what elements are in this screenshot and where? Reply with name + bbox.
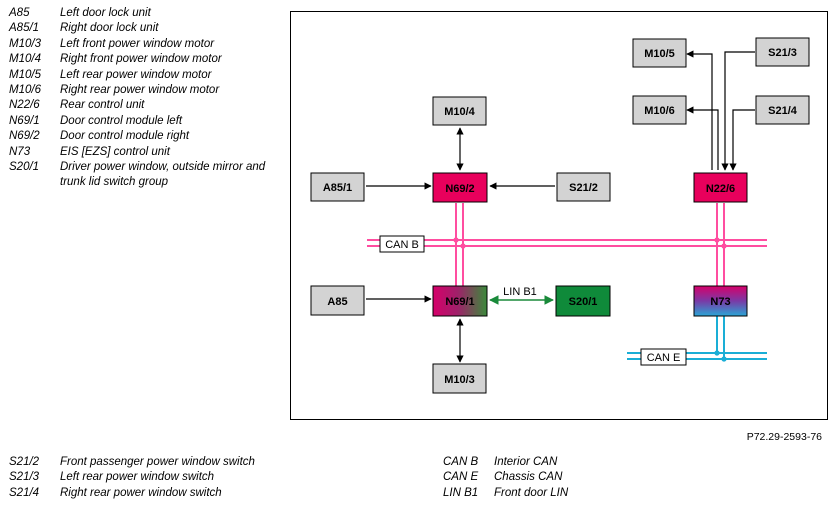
legend-description: Right front power window motor bbox=[60, 53, 222, 66]
box-a85: A85 bbox=[310, 285, 365, 316]
legend-code: A85 bbox=[9, 7, 30, 19]
legend-code: N69/1 bbox=[9, 114, 40, 127]
svg-text:S21/4: S21/4 bbox=[768, 105, 798, 117]
legend-description: Right rear power window motor bbox=[60, 84, 220, 97]
legend-row: M10/3 Left front power window motor bbox=[9, 37, 279, 52]
legend-row: A85 Left door lock unit bbox=[9, 6, 279, 21]
legend-code: CAN B bbox=[443, 456, 479, 468]
legend-code: N69/2 bbox=[9, 130, 40, 143]
legend-code: M10/5 bbox=[9, 68, 41, 81]
legend-row: S20/1 Driver power window, outside mirror… bbox=[9, 160, 279, 191]
legend-row: N69/2 Door control module right bbox=[9, 129, 279, 144]
legend-row: M10/5 Left rear power window motor bbox=[9, 68, 279, 83]
legend-code: LIN B1 bbox=[443, 486, 479, 499]
svg-text:N69/1: N69/1 bbox=[445, 296, 474, 308]
legend-row: N69/1 Door control module left bbox=[9, 114, 279, 129]
legend-description: Left rear power window switch bbox=[60, 471, 215, 484]
legend-code: CAN E bbox=[443, 471, 479, 484]
legend-description: Interior CAN bbox=[494, 456, 558, 468]
legend-code: S21/2 bbox=[9, 456, 40, 468]
box-m10-3: M10/3 bbox=[432, 363, 487, 394]
legend-bottom-left: S21/2 Front passenger power window switch… bbox=[9, 455, 309, 501]
legend-bottom-right: CAN B Interior CAN CAN E Chassis CAN LIN B1 F… bbox=[443, 455, 643, 501]
svg-text:CAN E: CAN E bbox=[647, 352, 681, 364]
svg-text:A85/1: A85/1 bbox=[323, 182, 352, 194]
diagram-frame bbox=[290, 11, 828, 420]
svg-text:M10/6: M10/6 bbox=[644, 105, 675, 117]
legend-description: Left rear power window motor bbox=[60, 68, 212, 81]
svg-text:M10/5: M10/5 bbox=[644, 48, 675, 60]
legend-row: S21/2 Front passenger power window switch bbox=[9, 455, 309, 470]
legend-description: Door control module right bbox=[60, 130, 190, 143]
svg-text:N69/2: N69/2 bbox=[445, 183, 474, 195]
n22-n73-links bbox=[714, 203, 727, 287]
svg-text:M10/3: M10/3 bbox=[444, 374, 475, 386]
legend-description: Front door LIN bbox=[494, 486, 569, 499]
box-n69-2: N69/2 bbox=[432, 172, 488, 203]
legend-code: N73 bbox=[9, 145, 31, 158]
legend-description: Left front power window motor bbox=[60, 37, 215, 50]
legend-description: Door control module left bbox=[60, 114, 183, 127]
box-s21-2: S21/2 bbox=[556, 172, 611, 202]
box-n22-6: N22/6 bbox=[693, 172, 748, 203]
box-s21-4: S21/4 bbox=[755, 95, 810, 125]
legend-row: S21/4 Right rear power window switch bbox=[9, 486, 309, 501]
label-lin-b1: LIN B1 bbox=[503, 286, 537, 298]
legend-row: A85/1 Right door lock unit bbox=[9, 21, 279, 36]
svg-text:S21/2: S21/2 bbox=[569, 182, 598, 194]
box-n73: N73 bbox=[693, 285, 748, 317]
svg-text:S20/1: S20/1 bbox=[569, 296, 598, 308]
label-can-b: CAN B bbox=[379, 235, 425, 253]
legend-row: CAN E Chassis CAN bbox=[443, 470, 643, 485]
legend-description: EIS [EZS] control unit bbox=[60, 145, 170, 158]
legend-description: Right rear power window switch bbox=[60, 486, 222, 499]
svg-text:A85: A85 bbox=[327, 296, 347, 308]
legend-row: M10/6 Right rear power window motor bbox=[9, 83, 279, 98]
legend-description: Chassis CAN bbox=[494, 471, 563, 484]
legend-code: M10/6 bbox=[9, 84, 41, 97]
box-n69-1: N69/1 bbox=[432, 285, 488, 317]
box-s21-3: S21/3 bbox=[755, 37, 810, 67]
legend-description: Front passenger power window switch bbox=[60, 456, 255, 468]
legend-row: CAN B Interior CAN bbox=[443, 455, 643, 470]
n73-can-e-link bbox=[714, 316, 727, 362]
svg-text:N73: N73 bbox=[710, 296, 730, 308]
box-a85-1: A85/1 bbox=[310, 172, 365, 202]
legend-row: N22/6 Rear control unit bbox=[9, 98, 279, 113]
legend-code: M10/4 bbox=[9, 53, 41, 66]
box-m10-4: M10/4 bbox=[432, 96, 487, 126]
signal-arrows bbox=[366, 50, 755, 363]
box-m10-5: M10/5 bbox=[632, 38, 687, 68]
legend-code: N22/6 bbox=[9, 99, 40, 112]
legend-description: Right door lock unit bbox=[60, 22, 159, 35]
legend-description: Left door lock unit bbox=[60, 7, 151, 19]
figure-reference: P72.29-2593-76 bbox=[746, 431, 822, 443]
legend-code: A85/1 bbox=[9, 22, 40, 35]
svg-text:CAN B: CAN B bbox=[385, 239, 419, 251]
legend-code: S20/1 bbox=[9, 161, 40, 174]
legend-row: N73 EIS [EZS] control unit bbox=[9, 145, 279, 160]
legend-code: S21/3 bbox=[9, 471, 40, 484]
label-can-e: CAN E bbox=[640, 348, 687, 366]
legend-row: LIN B1 Front door LIN bbox=[443, 486, 643, 501]
box-m10-6: M10/6 bbox=[632, 95, 687, 125]
legend-code: S21/4 bbox=[9, 486, 40, 499]
legend-description: Driver power window, outside mirror and … bbox=[60, 161, 266, 189]
svg-text:M10/4: M10/4 bbox=[444, 106, 475, 118]
legend-code: M10/3 bbox=[9, 37, 41, 50]
legend-description: Rear control unit bbox=[60, 99, 145, 112]
can-b-bus bbox=[367, 239, 767, 247]
legend-row: S21/3 Left rear power window switch bbox=[9, 470, 309, 485]
svg-text:S21/3: S21/3 bbox=[768, 47, 797, 59]
legend-row: M10/4 Right front power window motor bbox=[9, 52, 279, 67]
box-s20-1: S20/1 bbox=[555, 285, 611, 317]
svg-text:N22/6: N22/6 bbox=[706, 183, 735, 195]
n69-links bbox=[453, 203, 466, 287]
